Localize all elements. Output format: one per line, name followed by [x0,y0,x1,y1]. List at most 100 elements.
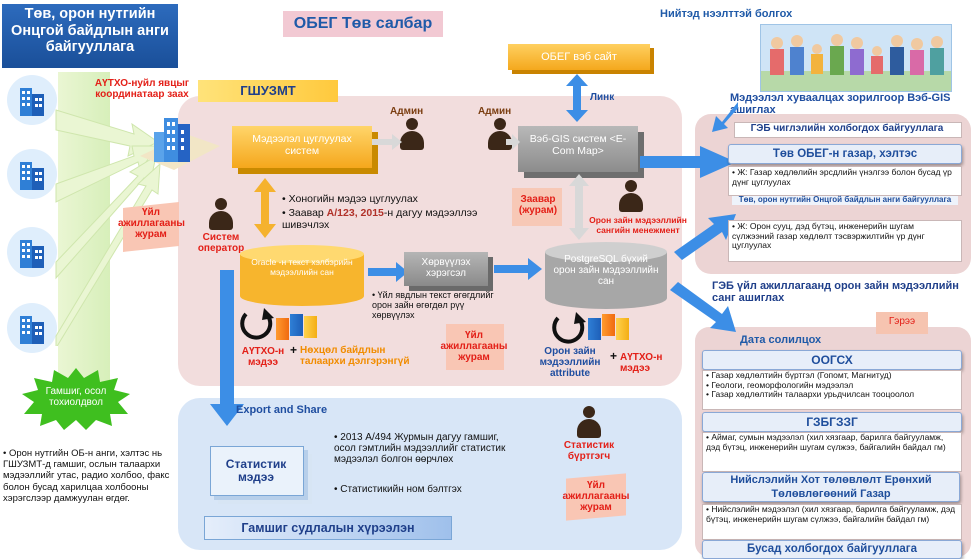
left-description: • Орон нутгийн ОБ-н анги, хэлтэс нь ГШУЗ… [3,448,170,504]
stat-report-doc [210,446,304,496]
oogsx-note: • Газар хөдлөлтийн бүртгэл (Гопомт, Магн… [706,370,915,400]
local-units-label: Төв, орон нутгийн Онцгой байдлын анги ба… [732,195,958,205]
city-note: • Нийслэлийн мэдээлэл (хил хязгаар, бари… [706,504,956,524]
webgis-label: Вэб-GIS систем <E-Com Map> [529,133,627,157]
share-arrows [640,146,736,332]
bullet-instruction-prefix: • Заавар [282,207,327,219]
postgresql-db-icon [545,242,667,309]
contract-tag [876,312,928,334]
obeg-website: ОБЕГ вэб сайт [508,44,650,70]
info-system-box [232,126,372,168]
arrow-to-converter [368,262,408,282]
stat-report-label: Статистик мэдээ [225,457,287,485]
tov-obeg-note: • Ж: Газар хөдлөлийн эрсдлийн үнэлгээ бо… [732,167,952,187]
au-news-left: АҮТХО-н мэдээ [241,346,285,369]
updown-arrow [254,178,276,238]
public-people-image [760,24,952,92]
data-cube-icon [588,318,601,340]
building-icon [6,74,58,126]
data-cube-icon [276,318,289,340]
postgresql-label: PostgreSQL бүхий орон зайн мэдээллийн са… [553,254,659,288]
oogsx-note-card [702,370,962,410]
left-title: Төв, орон нутгийн Онцгой байдлын анги ба… [2,4,178,68]
statistician-label: Статистик бүртгэгч [563,440,615,463]
local-note: • Ж: Орон сууц, дэд бүтэц, инженерийн шу… [732,221,925,251]
arrow-to-postgres [494,258,542,280]
operator-avatar [208,198,234,230]
disaster-label: Гамшиг, осол тохиолдвол [45,386,107,409]
webgis-box [518,126,638,172]
admin-avatar [399,118,425,150]
zaavar-tag [512,188,562,226]
other-orgs-bar: Бусад холбогдох байгууллага [702,540,962,559]
contract-label: Гэрээ [888,316,916,327]
zaavar-label: Заавар (журам) [518,194,558,217]
gps-building-icon [140,116,220,175]
converter-label: Хөрвүүлэх хэрэгсэл [421,257,471,280]
info-system-label: Мэдээлэл цуглуулах систем [252,133,352,157]
procedure-tag [446,324,504,370]
au-news-right: АҮТХО-н мэдээ [620,352,663,375]
city-plan-bar: Нийслэлийн Хот төлөвлөлт Ерөнхий Төлөвлө… [702,472,960,502]
export-share-label: Export and Share [236,404,328,416]
statistician-avatar [576,406,602,438]
procedure-label: Үйл ажиллагааны журам [440,330,508,364]
plus-right: + [610,349,618,363]
db-manager-avatar [618,180,644,212]
procedure-label: Үйл ажиллагааны журам [562,480,630,514]
oracle-db-label: Oracle -н текст хэлбэрийн мэдээллийн сан [251,257,353,277]
data-cube-icon [304,316,317,338]
spatial-attr-label: Орон зайн мэдээллийн attribute [539,346,601,380]
gzbgzzg-note: • Аймаг, сумын мэдээлэл (хил хязгаар, ба… [706,432,946,452]
operator-label: Систем оператор [197,232,245,255]
webgis-to-postgres-arrow [569,174,589,240]
plus-left: + [290,343,298,357]
tov-obeg-note-card [728,166,962,196]
refresh-icon [552,312,586,344]
city-note-card [702,504,962,540]
obeg-header: ОБЕГ Төв салбар [283,11,443,37]
converter-box [404,252,488,286]
local-note-card [728,220,962,262]
gis-db-use-label: ГЭБ үйл ажиллагаанд орон зайн мэдээллийн… [712,280,959,305]
bullet-instruction-suffix: -н дагуу мэдээллээ шивэчлэх [282,207,478,231]
bullet-instruction-highlight: А/123, 2015 [326,207,384,219]
export-arrow [210,270,244,426]
gzbgzzg-note-card [702,432,962,472]
converter-note: • Үйл явдлын текст өгөгдлийг орон зайн ө… [372,290,494,321]
gis-org-box [734,122,962,138]
data-cube-icon [616,318,629,340]
refresh-icon [240,308,274,340]
damage-info-label: Нөхцөл байдлын талаархи дэлгэрэнгүй [300,345,410,368]
gis-use-arrow [712,102,738,132]
spatial-mgmt-label: Орон зайн мэдээллийн сангийн менежмент [589,215,687,235]
building-icon [6,302,58,354]
data-cube-icon [602,314,615,336]
oogsx-bar: ООГСХ [702,350,962,370]
link-label: Линк [590,92,615,103]
export-bullet-2: • Статистикийн ном бэлтгэх [334,484,462,495]
oracle-db-icon [240,245,364,306]
gis-org-label: ГЭБ чиглэлийн холбогдох байгууллага [750,123,944,134]
tov-obeg-bar: Төв ОБЕГ-н газар, хэлтэс [728,144,962,164]
building-icon [6,226,58,278]
bullet-instruction: • Заавар А/123, 2015-н дагуу мэдээллээ ш… [282,207,492,232]
data-share-label: Дата солилцох [740,334,822,346]
gis-share-header: Мэдээлэл хуваалцах зорилгоор Вэб-GIS аши… [730,92,951,117]
gshuzmt-banner: ГШУЗМТ [198,80,338,102]
gzbgzzg-bar: ГЗБГЗЗГ [702,412,962,432]
public-info-label: Нийтэд нээлттэй болгох [660,8,793,20]
admin-avatar [487,118,513,150]
export-bullet-1: • 2013 А/494 Журмын дагуу гамшиг, осол г… [334,432,506,466]
admin-arrow [372,134,402,150]
data-cube-icon [290,314,303,336]
procedure-label: Үйл ажиллагааны журам [118,207,185,241]
admin-label: Админ [478,106,512,117]
link-arrow [566,74,588,122]
admin-arrow [506,134,520,150]
bullet-collect: • Хоногийн мэдээ цуглуулах [282,193,418,205]
disaster-burst-icon [22,368,130,430]
au-coord-label: АҮТХО-нуйл явцыг координатаар заах [94,78,190,101]
research-institute: Гамшиг судлалын хүрээлэн [204,516,452,540]
admin-label: Админ [390,106,424,117]
